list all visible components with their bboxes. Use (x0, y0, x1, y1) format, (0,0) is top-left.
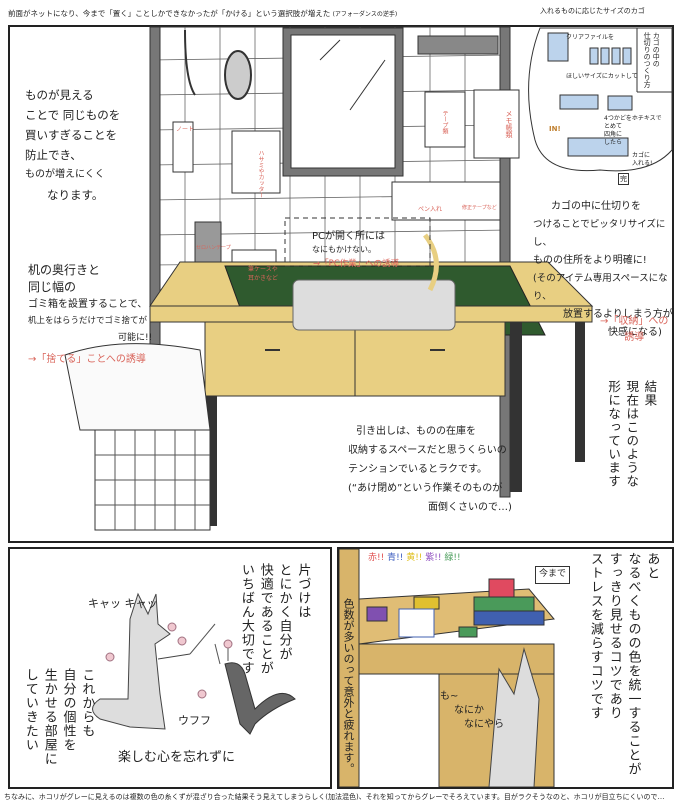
bottom-right-panel (337, 547, 674, 789)
scissors-basket (231, 130, 281, 194)
br-sfx: も~なにかなにやら (440, 691, 504, 730)
label-scissors: ハサミやカッター (257, 150, 264, 198)
pc-lead: →「PC作業」への誘導 (313, 259, 400, 269)
sfx-cat: ウフフ (178, 714, 211, 727)
inset-step2: ほしいサイズにカットして (566, 73, 638, 80)
inset-bubble (528, 27, 673, 172)
label-tape-dispenser: セロハンテープ (196, 245, 231, 251)
wire-shelf (417, 35, 499, 55)
label-pens: ペン入れ (418, 206, 443, 213)
divider-note: カゴの中に仕切りをつけることでピッタリサイズにし、ものの住所をより明確に! (そ… (533, 201, 673, 338)
bl-main-text: 片づけはとにかく自分が快適であることがいちばん大切です (238, 563, 311, 675)
in-badge: IN! (549, 125, 561, 133)
inset-title: カゴの中の仕切りのつくり方 (643, 32, 661, 88)
tape-basket (424, 91, 466, 148)
hanging-headphones (184, 29, 252, 100)
br-side-text: 色数が多いのって意外と疲れます。 (341, 598, 355, 774)
drawer-note: 引き出しは、ものの在庫を収納するスペースだと思うくらいのテンションでいるとラクで… (348, 426, 512, 513)
bottom-left-panel (8, 547, 332, 789)
mirror (282, 27, 404, 177)
red-pouch (488, 578, 515, 598)
clear-file-icons (547, 32, 633, 157)
label-memo: メモ帳類 (505, 110, 513, 138)
caption-text: 前面がネットになり、今まで「置く」ことしかできなかったが「かける」という選択肢が… (8, 9, 331, 18)
note-pad (172, 121, 194, 173)
footer-note: ちなみに、ホコリがグレーに見えるのは複数の色の糸くずが混ざり合った結果そう見えて… (4, 793, 665, 801)
visibility-note: ものが見えることで 同じものを買いすぎることを 防止でき、ものが増えにくくなりま… (25, 88, 121, 202)
laptop (292, 279, 456, 331)
trash-note: 机の奥行きと同じ幅の ゴミ箱を設置することで、机上をはらうだけでゴミ捨てが 可能… (28, 263, 153, 343)
label-note: ノート (176, 126, 195, 133)
pc-note: PCが開く所にはなにもかけない。 (312, 231, 386, 254)
result-note: 結果現在はこのような形になっています (606, 380, 658, 488)
caption-note: (アフォーダンスの逆手) (332, 11, 398, 18)
bl-footer-text: 楽しむ心を忘れずに (118, 750, 236, 765)
before-badge: 今まで (535, 566, 571, 584)
trash-bin (64, 343, 211, 531)
trash-lead: →「捨てる」ことへの誘導 (28, 354, 146, 365)
storage-lead: →「収納」への誘導 (600, 316, 669, 343)
memo-basket (473, 89, 520, 159)
fox (92, 592, 216, 730)
flowers (105, 622, 233, 699)
inset-step3: 4つかどをホチキスでとめて四角にしたら (604, 115, 662, 146)
pen-basket (391, 181, 501, 221)
done-stamp: 完 (618, 173, 629, 185)
fox (488, 647, 540, 787)
basket-label: 入れるものに応じたサイズのカゴ (540, 7, 645, 15)
fox-and-cat-illustration (92, 592, 296, 735)
header-caption: 前面がネットになり、今まで「置く」ことしかできなかったが「かける」という選択肢が… (8, 8, 397, 20)
messy-desk-illustration (339, 549, 555, 787)
colors-shout: 赤!! 青!! 黄!! 紫!! 緑!! (368, 553, 461, 563)
inset-step4: カゴに入れる! (632, 152, 653, 167)
br-main-text: あとなるべくものの色を統一することがすっきり見せるコツでありストレスを減らすコツ… (587, 552, 660, 776)
label-correction: 修正テープなど (462, 205, 497, 211)
bl-sub-text: これからも自分の個性を生かせる部屋にしていきたい (22, 668, 95, 766)
label-tape: テープ類 (441, 110, 448, 134)
tape-dispenser (194, 221, 222, 263)
desk (149, 233, 594, 526)
sfx-play: キャッ キャッ (88, 597, 158, 610)
label-pen-case: 筆ケースや耳かきなど (248, 266, 279, 282)
inset-step1: クリアファイルを (566, 34, 615, 41)
